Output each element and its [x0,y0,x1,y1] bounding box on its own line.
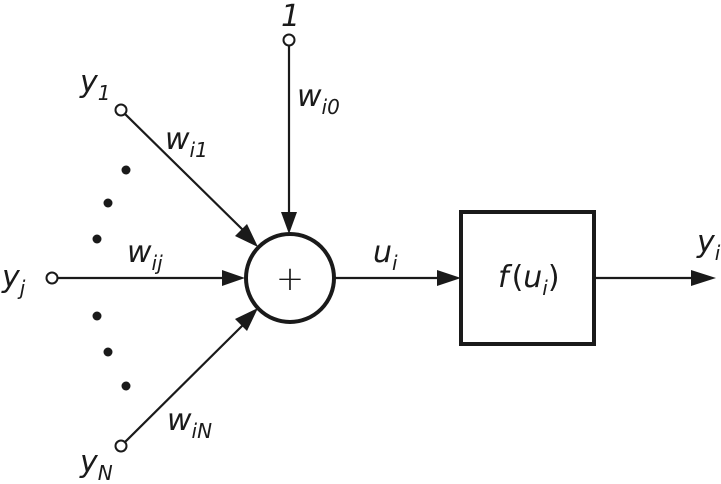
output-label: yi [696,225,721,265]
ellipsis-dot [121,165,131,175]
output-arrowhead-icon [691,270,716,286]
net-input-label: ui [373,235,398,275]
activation-box [459,210,596,346]
input-yj-arrowhead-icon [222,270,245,286]
weight-i0-label: wi0 [297,79,340,119]
net-input: ui [334,235,461,286]
summation-node: + [244,232,336,324]
ellipsis-dot [103,198,113,208]
input-y1: y1 wi1 [79,65,258,247]
ellipsis-dot [121,381,131,391]
bias-input: 1 wi0 [281,0,340,234]
input-y1-arrowhead-icon [235,224,258,247]
weight-ij-label: wij [127,235,163,275]
input-y1-connection-line [124,113,245,232]
net-input-arrowhead-icon [437,270,461,286]
input-yj-node [45,271,59,285]
input-yN-label: yN [79,445,113,484]
activation-block: f(ui) [459,210,596,346]
input-yj: yj wij [1,235,245,300]
output: yi [594,225,721,286]
ellipsis-dot [92,234,102,244]
input-yN-node [114,439,128,453]
bias-input-node [282,33,296,47]
input-yj-label: yj [1,260,26,300]
input-y1-node [114,103,128,117]
plus-icon: + [276,259,305,299]
ellipsis-dot [92,311,102,321]
activation-label: f(ui) [498,260,560,300]
bias-arrowhead-icon [281,212,297,234]
bias-label: 1 [281,0,300,34]
input-yN-arrowhead-icon [235,308,258,331]
weight-i1-label: wi1 [165,122,208,162]
input-yN-connection-line [124,323,245,443]
input-y1-label: y1 [79,65,111,105]
input-yN: yN wiN [79,308,258,484]
weight-iN-label: wiN [167,403,212,443]
ellipsis-dot [103,347,113,357]
